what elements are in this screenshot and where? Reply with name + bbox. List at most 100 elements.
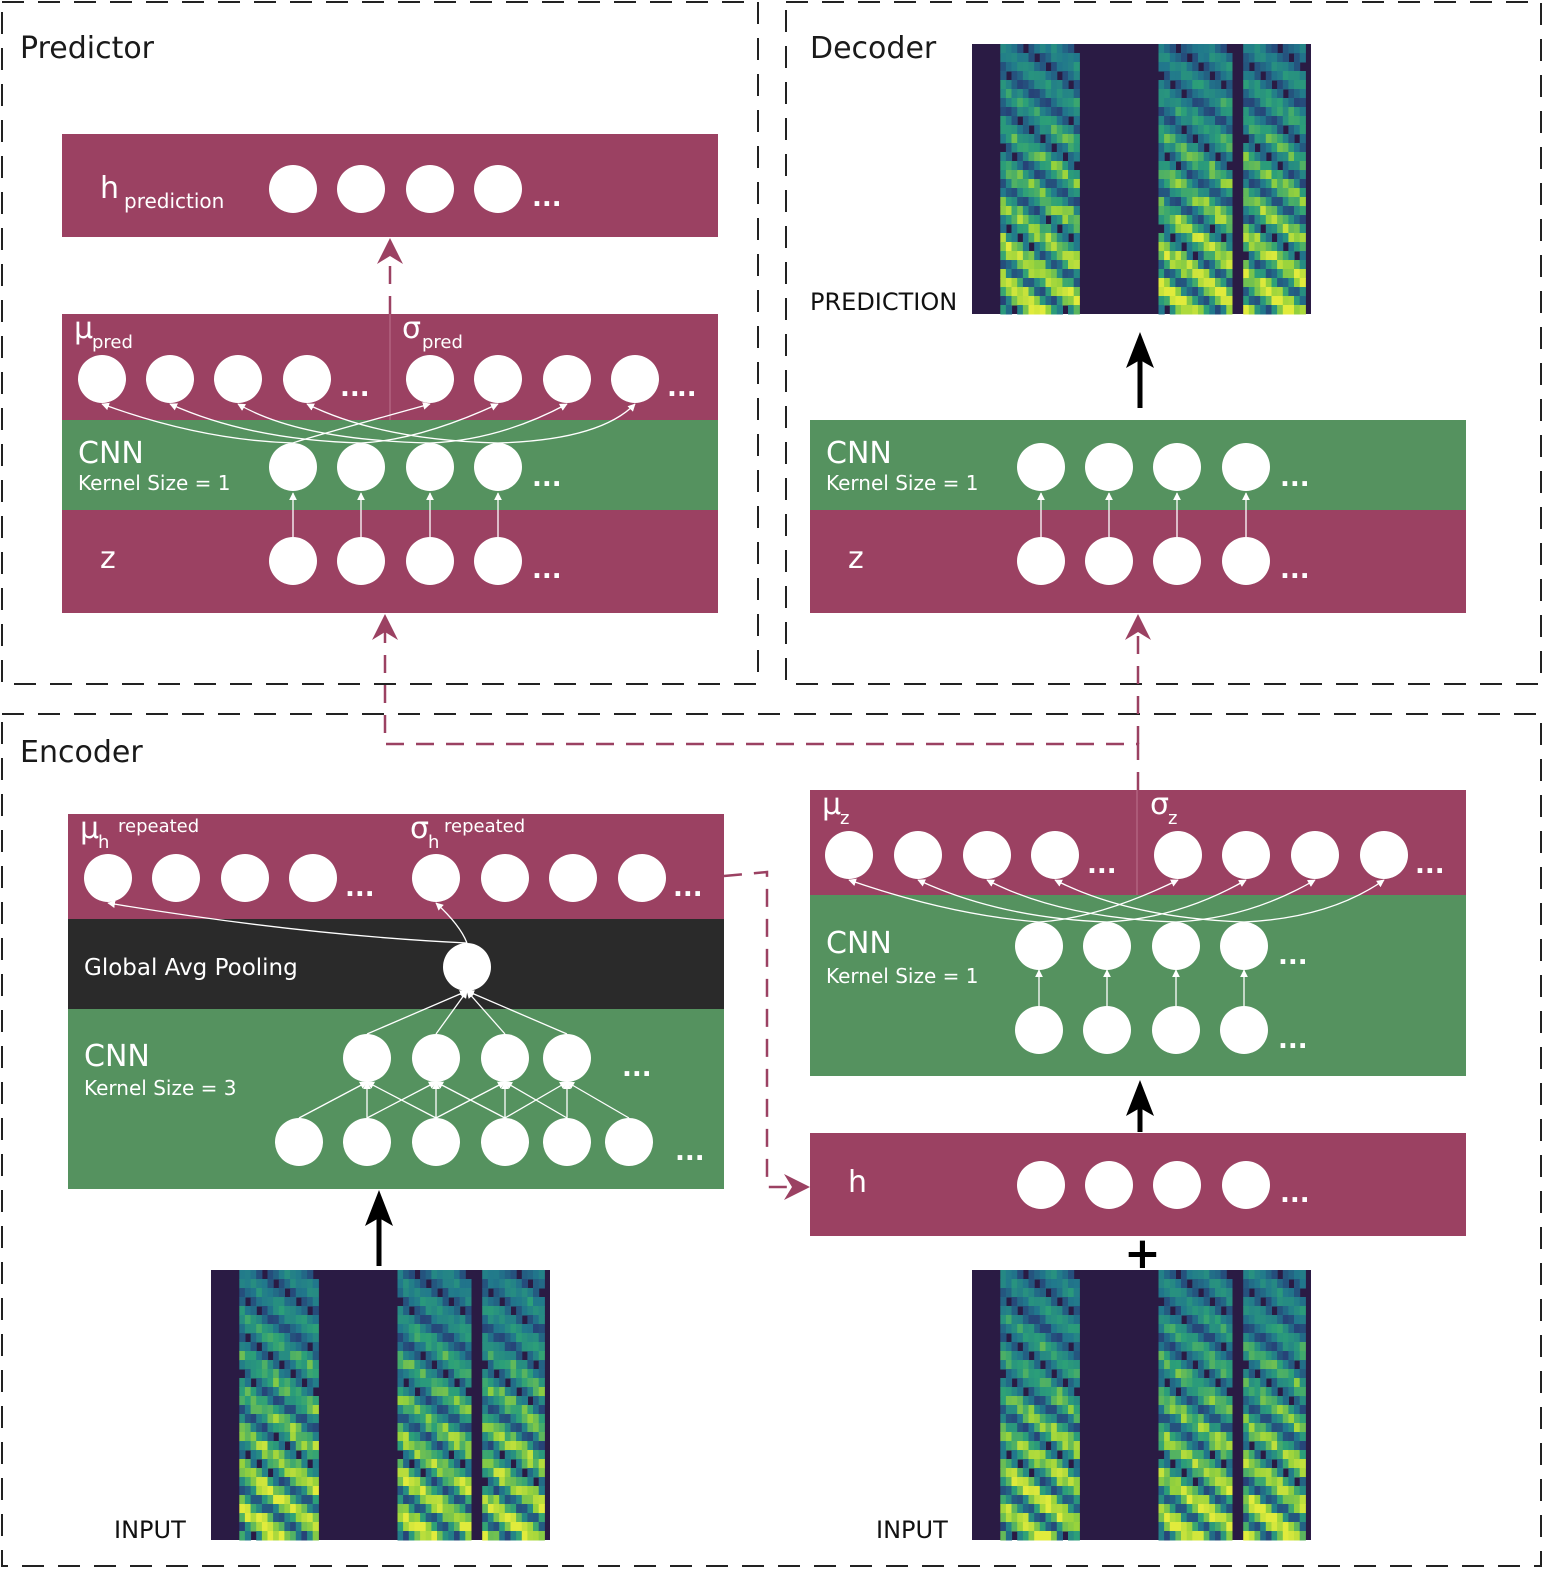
- node: [337, 165, 385, 213]
- spectrogram-cell: [1220, 98, 1227, 108]
- spectrogram-cell: [442, 1477, 449, 1487]
- spectrogram-cell: [459, 1342, 466, 1352]
- spectrogram-cell: [1248, 1369, 1255, 1379]
- spectrogram-cell: [261, 1459, 269, 1469]
- spectrogram-cell: [1288, 1306, 1295, 1316]
- mu-h-label: μ: [80, 811, 99, 846]
- spectrogram-cell: [1022, 1288, 1030, 1298]
- spectrogram-cell: [1226, 197, 1233, 207]
- spectrogram-cell: [448, 1351, 455, 1361]
- spectrogram-cell: [1000, 206, 1007, 216]
- spectrogram-cell: [1260, 296, 1267, 306]
- spectrogram-cell: [459, 1513, 466, 1523]
- spectrogram-cell: [1277, 62, 1284, 72]
- spectrogram-cell: [397, 1468, 404, 1478]
- spectrogram-cell: [1248, 170, 1255, 180]
- spectrogram-cell: [1198, 296, 1205, 306]
- sigma-h-label: σ: [410, 811, 429, 846]
- spectrogram-cell: [482, 1369, 489, 1379]
- spectrogram-cell: [1294, 242, 1301, 252]
- spectrogram-cell: [1248, 53, 1255, 63]
- spectrogram-cell: [527, 1486, 534, 1496]
- spectrogram-cell: [1299, 287, 1306, 297]
- spectrogram-cell: [256, 1315, 263, 1325]
- encoder-right-cnn-layer: CNN Kernel Size = 1 ... ...: [810, 895, 1466, 1076]
- spectrogram-cell: [1271, 1279, 1278, 1289]
- spectrogram-cell: [1243, 1279, 1250, 1289]
- spectrogram-cell: [1169, 224, 1176, 234]
- spectrogram-cell: [1209, 170, 1216, 180]
- spectrogram-cell: [420, 1423, 427, 1433]
- spectrogram-cell: [1073, 53, 1080, 63]
- spectrogram-cell: [1271, 125, 1278, 135]
- spectrogram-cell: [1011, 1297, 1018, 1307]
- spectrogram-cell: [1260, 1531, 1267, 1541]
- spectrogram-cell: [465, 1333, 472, 1343]
- spectrogram-cell: [431, 1522, 438, 1532]
- spectrogram-cell: [397, 1531, 404, 1541]
- spectrogram-cell: [1277, 1360, 1284, 1370]
- spectrogram-cell: [1181, 1270, 1188, 1280]
- spectrogram-cell: [1243, 224, 1250, 234]
- spectrogram-cell: [437, 1279, 444, 1289]
- spectrogram-cell: [1034, 1396, 1041, 1406]
- spectrogram-cell: [403, 1414, 410, 1424]
- spectrogram-cell: [284, 1396, 291, 1406]
- spectrogram-cell: [1271, 1414, 1278, 1424]
- spectrogram-cell: [301, 1441, 308, 1451]
- spectrogram-cell: [250, 1306, 257, 1316]
- spectrogram-cell: [1017, 296, 1024, 306]
- spectrogram-cell: [1181, 1405, 1188, 1415]
- spectrogram-cell: [312, 1414, 319, 1424]
- spectrogram-cell: [408, 1414, 415, 1424]
- spectrogram-cell: [1220, 1297, 1227, 1307]
- spectrogram-cell: [1203, 1522, 1210, 1532]
- spectrogram-cell: [1254, 1450, 1261, 1460]
- spectrogram-cell: [533, 1279, 540, 1289]
- spectrogram-cell: [1005, 1315, 1013, 1325]
- spectrogram-cell: [414, 1414, 421, 1424]
- spectrogram-cell: [256, 1333, 263, 1343]
- spectrogram-cell: [1056, 1315, 1063, 1325]
- spectrogram-cell: [1203, 1279, 1210, 1289]
- spectrogram-cell: [1045, 1405, 1052, 1415]
- spectrogram-cell: [1186, 1513, 1193, 1523]
- spectrogram-cell: [1000, 1432, 1007, 1442]
- spectrogram-cell: [493, 1378, 500, 1388]
- spectrogram-cell: [1051, 269, 1058, 279]
- spectrogram-cell: [278, 1504, 285, 1514]
- spectrogram-cell: [1051, 1396, 1058, 1406]
- spectrogram-cell: [1243, 143, 1250, 153]
- spectrogram-cell: [1209, 296, 1216, 306]
- spectrogram-cell: [1186, 1486, 1193, 1496]
- spectrogram-cell: [1294, 1522, 1301, 1532]
- spectrogram-cell: [1243, 287, 1250, 297]
- spectrogram-cell: [1254, 98, 1261, 108]
- spectrogram-cell: [1220, 1378, 1227, 1388]
- spectrogram-cell: [1254, 242, 1261, 252]
- spectrogram-cell: [273, 1297, 280, 1307]
- spectrogram-cell: [1028, 1279, 1035, 1289]
- spectrogram-cell: [295, 1405, 302, 1415]
- spectrogram-cell: [1158, 1360, 1165, 1370]
- spectrogram-cell: [521, 1432, 528, 1442]
- spectrogram-cell: [1158, 1306, 1165, 1316]
- spectrogram-cell: [533, 1522, 540, 1532]
- spectrogram-cell: [1169, 1333, 1176, 1343]
- spectrogram-cell: [1248, 1279, 1255, 1289]
- spectrogram-cell: [1164, 251, 1171, 261]
- spectrogram-cell: [533, 1288, 540, 1298]
- spectrogram-cell: [1271, 1450, 1278, 1460]
- spectrogram-cell: [1271, 1351, 1278, 1361]
- spectrogram-cell: [493, 1531, 500, 1541]
- spectrogram-cell: [1175, 1297, 1182, 1307]
- spectrogram-cell: [1056, 242, 1063, 252]
- spectrogram-cell: [1051, 305, 1058, 315]
- spectrogram-cell: [1175, 251, 1182, 261]
- spectrogram-cell: [312, 1432, 319, 1442]
- spectrogram-cell: [454, 1360, 461, 1370]
- spectrogram-cell: [1215, 1360, 1222, 1370]
- spectrogram-cell: [425, 1270, 432, 1280]
- spectrogram-cell: [454, 1270, 461, 1280]
- spectrogram-cell: [414, 1333, 421, 1343]
